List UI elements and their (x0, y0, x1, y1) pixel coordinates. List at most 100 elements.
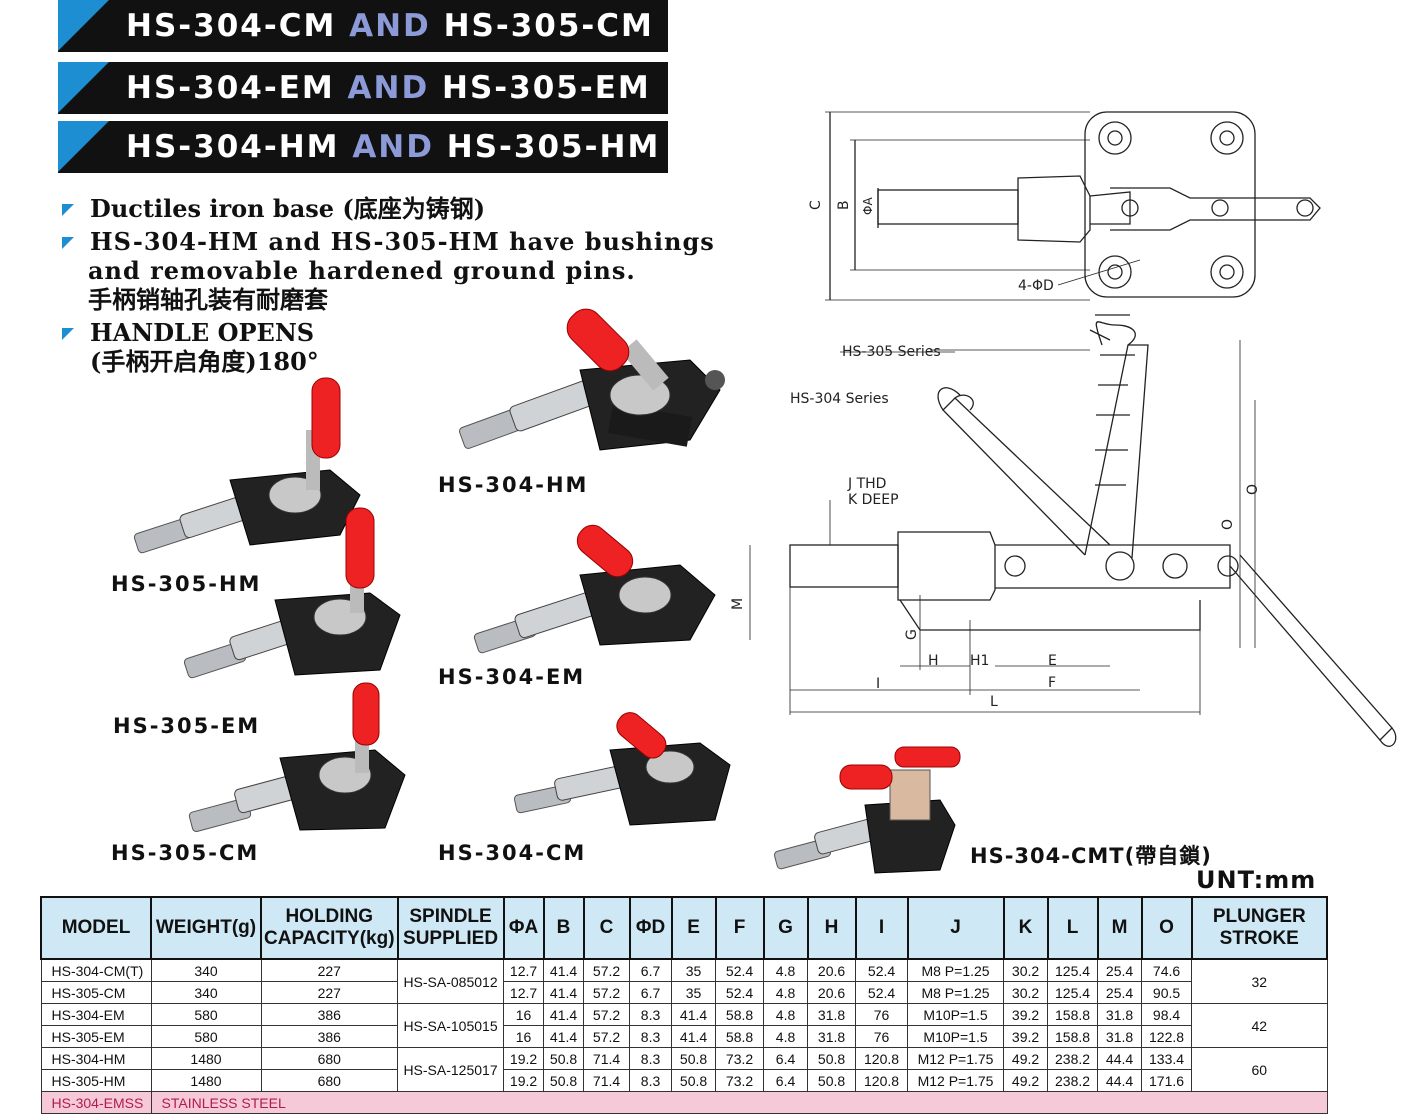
cell: M10P=1.5 (907, 1003, 1005, 1026)
col-header: E (670, 896, 717, 960)
feature-item: Ductiles iron base (底座为铸钢) (60, 194, 715, 223)
banner-cm: HS-304-CM AND HS-305-CM (58, 0, 668, 52)
cell: 76 (855, 1003, 909, 1026)
cell: 49.2 (1003, 1069, 1049, 1092)
dim-label-i: I (876, 676, 880, 692)
cell: 41.4 (543, 981, 585, 1004)
col-header: L (1046, 896, 1099, 960)
cell: 35 (671, 958, 717, 982)
dim-label-o-305: O (1245, 484, 1261, 495)
cell: 8.3 (629, 1047, 673, 1070)
cell: 73.2 (715, 1069, 765, 1092)
cell: M12 P=1.75 (907, 1069, 1005, 1092)
cell: 71.4 (583, 1047, 631, 1070)
feature-line: 手柄销轴孔装有耐磨套 (88, 285, 328, 314)
table-row: HS-304-EMSS STAINLESS STEEL (40, 1091, 1328, 1114)
cell: HS-304-EM (40, 1003, 152, 1026)
product-label-hs304cmt: HS-304-CMT(帶自鎖) (970, 844, 1212, 868)
cell: 6.7 (629, 981, 673, 1004)
cell: 41.4 (671, 1003, 717, 1026)
dim-label-o-304: O (1220, 519, 1236, 530)
col-header: ΦD (628, 896, 673, 960)
cell: 57.2 (583, 1003, 631, 1026)
product-label-hs305em: HS-305-EM (113, 714, 261, 738)
cell: 386 (260, 1025, 399, 1048)
bullet-triangle-icon (62, 204, 74, 216)
bullet-triangle-icon (62, 328, 74, 340)
cell: 57.2 (583, 958, 631, 982)
feature-item: HANDLE OPENS (手柄开启角度)180° (60, 318, 715, 376)
cell: 41.4 (671, 1025, 717, 1048)
cell: 16 (503, 1025, 545, 1048)
cell: 90.5 (1141, 981, 1193, 1004)
product-label-hs304hm: HS-304-HM (438, 473, 589, 497)
cell: 20.6 (807, 958, 857, 982)
feature-line: HS-304-HM and HS-305-HM have bushings (90, 227, 715, 256)
dim-label-h1: H1 (970, 653, 989, 669)
product-label-hs305hm: HS-305-HM (111, 572, 262, 596)
unit-label: UNT:mm (1196, 866, 1317, 894)
cell: 1480 (150, 1069, 262, 1092)
cell: 98.4 (1141, 1003, 1193, 1026)
spec-table: MODEL WEIGHT(g) HOLDING CAPACITY(kg) SPI… (40, 896, 1329, 1114)
cell: 8.3 (629, 1025, 673, 1048)
series-label-304: HS-304 Series (790, 391, 889, 407)
cell: 50.8 (671, 1047, 717, 1070)
cell: 35 (671, 981, 717, 1004)
cell: 31.8 (1097, 1025, 1143, 1048)
cell-stroke: 32 (1191, 958, 1328, 1004)
cell: 57.2 (583, 981, 631, 1004)
cell: 125.4 (1047, 958, 1099, 982)
cell: 340 (150, 958, 262, 982)
col-header: HOLDING CAPACITY(kg) (260, 896, 399, 960)
feature-item: HS-304-HM and HS-305-HM have bushings an… (60, 227, 715, 314)
col-header: C (582, 896, 631, 960)
clamp-photo-hs304hm (459, 308, 725, 451)
col-header: J (906, 896, 1005, 960)
col-header: M (1096, 896, 1143, 960)
dim-label-c: C (808, 200, 824, 210)
feature-line: and removable hardened ground pins. (88, 256, 636, 285)
cell: HS-304-HM (40, 1047, 152, 1070)
cell: M10P=1.5 (907, 1025, 1005, 1048)
cell: 4.8 (763, 1003, 809, 1026)
cell: 58.8 (715, 1003, 765, 1026)
col-header: O (1140, 896, 1193, 960)
dim-label-b: B (836, 200, 852, 210)
cell: 122.8 (1141, 1025, 1193, 1048)
cell: 680 (260, 1069, 399, 1092)
cell-spindle: HS-SA-125017 (397, 1047, 505, 1092)
clamp-photo-hs305em (183, 507, 401, 679)
cell: 158.8 (1047, 1003, 1099, 1026)
clamp-photo-hs304em (473, 524, 716, 654)
cell: HS-304-CM(T) (40, 958, 152, 982)
cell: 58.8 (715, 1025, 765, 1048)
cell: 50.8 (807, 1069, 857, 1092)
cell: 6.4 (763, 1069, 809, 1092)
cell: 6.4 (763, 1047, 809, 1070)
cell: 120.8 (855, 1047, 909, 1070)
cell: 1480 (150, 1047, 262, 1070)
cell: 120.8 (855, 1069, 909, 1092)
table-row: HS-304-HM 1480 680 HS-SA-125017 19.2 50.… (40, 1047, 1328, 1092)
col-header: K (1002, 896, 1049, 960)
cell: 50.8 (543, 1047, 585, 1070)
banner-stripe (58, 121, 118, 173)
cell: 76 (855, 1025, 909, 1048)
cell: 227 (260, 981, 399, 1004)
cell: 238.2 (1047, 1069, 1099, 1092)
dim-label-e: E (1048, 653, 1057, 669)
cell: 340 (150, 981, 262, 1004)
cell: 44.4 (1097, 1069, 1143, 1092)
col-header: H (806, 896, 857, 960)
cell: 12.7 (503, 958, 545, 982)
cell: 4.8 (763, 958, 809, 982)
col-header: G (762, 896, 809, 960)
cell-stroke: 42 (1191, 1003, 1328, 1048)
cell: 158.8 (1047, 1025, 1099, 1048)
table-row: HS-305-HM 1480 680 19.2 50.8 71.4 8.3 50… (40, 1069, 1327, 1092)
cell-spindle: HS-SA-085012 (397, 958, 505, 1004)
cell: 57.2 (583, 1025, 631, 1048)
table-header-row: MODEL WEIGHT(g) HOLDING CAPACITY(kg) SPI… (40, 896, 1329, 960)
col-header: WEIGHT(g) (150, 896, 262, 960)
